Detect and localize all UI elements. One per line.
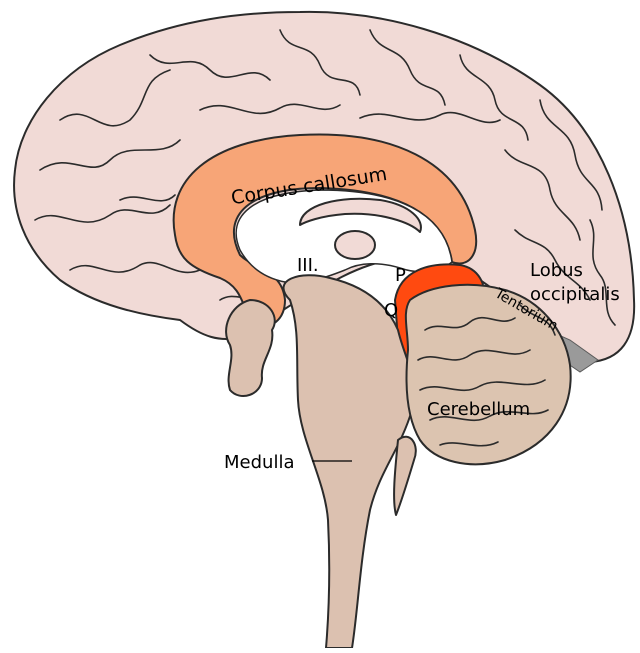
massa-intermedia xyxy=(335,231,375,259)
brainstem xyxy=(284,275,415,648)
label-cerebellum: Cerebellum xyxy=(427,399,530,420)
pituitary-region xyxy=(226,300,275,396)
label-lobus: Lobus xyxy=(530,260,583,281)
label-medulla: Medulla xyxy=(224,452,294,473)
label-third-ventricle: III. xyxy=(297,255,319,276)
label-occipitalis: occipitalis xyxy=(530,284,620,305)
label-q: Q xyxy=(384,300,398,321)
label-p: P xyxy=(395,265,406,286)
medullary-detail xyxy=(394,437,416,515)
